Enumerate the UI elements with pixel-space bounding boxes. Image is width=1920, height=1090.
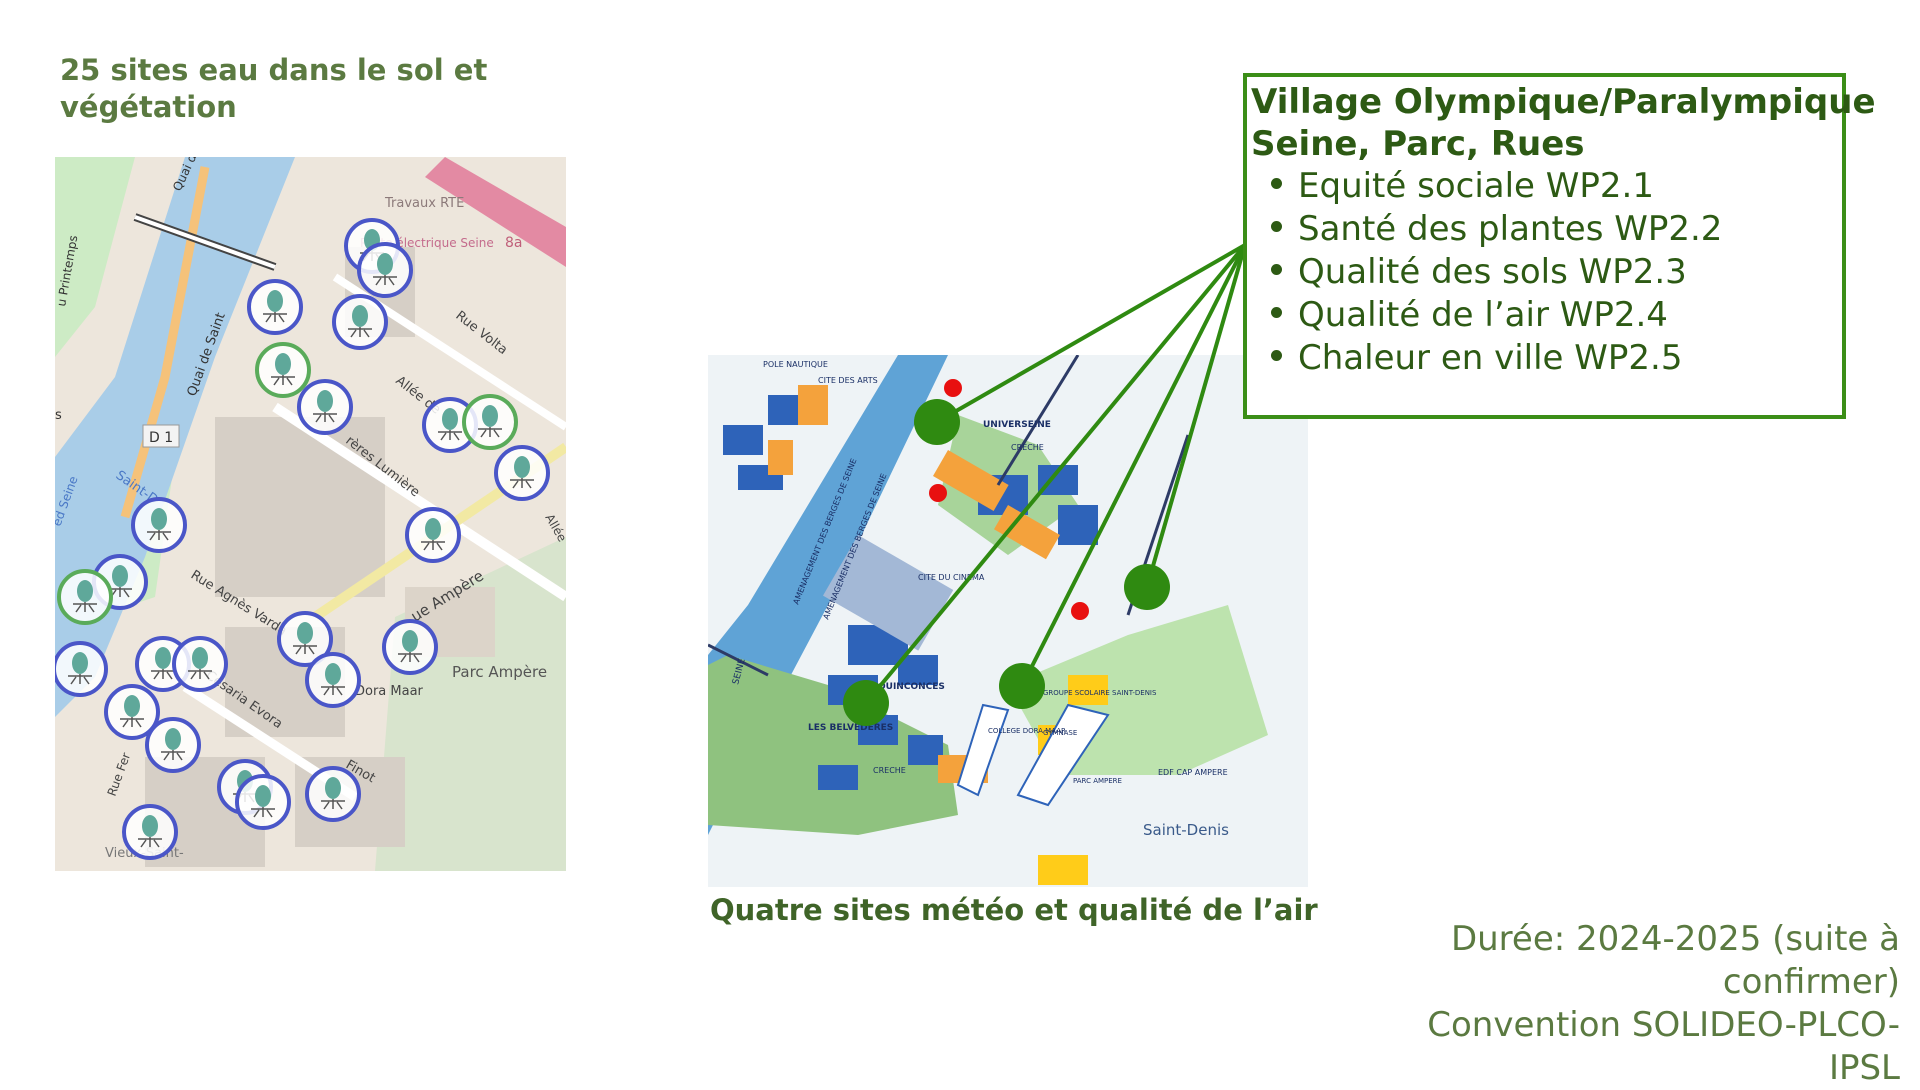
footer-line2: confirmer) bbox=[1722, 962, 1900, 1002]
info-item-label: Santé des plantes WP2.2 bbox=[1298, 209, 1723, 249]
soil-site-marker[interactable] bbox=[382, 619, 438, 675]
info-list: Equité sociale WP2.1 Santé des plantes W… bbox=[1251, 165, 1842, 380]
footer-line3: Convention SOLIDEO-PLCO-IPSL bbox=[1427, 1005, 1900, 1088]
soil-site-marker[interactable] bbox=[57, 569, 113, 625]
label-parc-ampere: PARC AMPERE bbox=[1073, 777, 1122, 785]
label-cite-du-cinema: CITE DU CINEMA bbox=[918, 573, 985, 582]
soil-site-marker[interactable] bbox=[277, 611, 333, 667]
tree-roots-icon bbox=[425, 518, 441, 540]
info-box: Village Olympique/Paralympique Seine, Pa… bbox=[1243, 73, 1876, 419]
info-item-label: Qualité des sols WP2.3 bbox=[1298, 252, 1687, 292]
label-gymnase: GYMNASE bbox=[1043, 729, 1077, 737]
soil-site-marker[interactable] bbox=[494, 445, 550, 501]
bullet-icon bbox=[1271, 221, 1282, 232]
info-item: Equité sociale WP2.1 bbox=[1271, 165, 1842, 208]
bullet-icon bbox=[1271, 178, 1282, 189]
park-area bbox=[55, 157, 135, 357]
soil-site-marker[interactable] bbox=[131, 497, 187, 553]
label-saint-denis: Saint-Denis bbox=[1143, 821, 1229, 839]
soil-site-marker[interactable] bbox=[122, 804, 178, 860]
info-item-label: Qualité de l’air WP2.4 bbox=[1298, 295, 1668, 335]
tree-roots-icon bbox=[255, 785, 271, 807]
map-label-s: s bbox=[55, 408, 62, 423]
tree-roots-icon bbox=[267, 290, 283, 312]
soil-site-marker[interactable] bbox=[462, 394, 518, 450]
tree-roots-icon bbox=[377, 253, 393, 275]
map-label-8a: 8a bbox=[505, 235, 523, 251]
info-item: Chaleur en ville WP2.5 bbox=[1271, 337, 1842, 380]
map-label-travaux: Travaux RTE bbox=[384, 196, 464, 211]
tree-roots-icon bbox=[124, 695, 140, 717]
tree-roots-icon bbox=[112, 565, 128, 587]
tree-roots-icon bbox=[352, 305, 368, 327]
map-label-parc-ampere: Parc Ampère bbox=[452, 663, 547, 681]
label-universeine: UNIVERSEINE bbox=[983, 420, 1051, 430]
soil-site-marker[interactable] bbox=[104, 684, 160, 740]
label-college: COLLEGE DORA MAAR bbox=[988, 727, 1066, 735]
map-label-d1: D 1 bbox=[149, 430, 173, 446]
footer-text: Durée: 2024-2025 (suite à confirmer) Con… bbox=[1380, 918, 1900, 1090]
tree-roots-icon bbox=[77, 580, 93, 602]
tree-roots-icon bbox=[165, 728, 181, 750]
info-item: Qualité de l’air WP2.4 bbox=[1271, 294, 1842, 337]
info-title-line2: Seine, Parc, Rues bbox=[1251, 124, 1585, 164]
tree-roots-icon bbox=[142, 815, 158, 837]
label-groupe-scolaire: GROUPE SCOLAIRE SAINT-DENIS bbox=[1043, 689, 1157, 697]
bullet-icon bbox=[1271, 350, 1282, 361]
tree-roots-icon bbox=[325, 777, 341, 799]
tree-roots-icon bbox=[514, 456, 530, 478]
label-creche-top: CRECHE bbox=[1011, 443, 1044, 452]
label-belvederes: LES BELVEDERES bbox=[808, 723, 893, 733]
label-cite-des-arts: CITE DES ARTS bbox=[818, 376, 878, 385]
soil-sites-map[interactable]: Travaux RTE Poste électrique Seine 8a Ru… bbox=[55, 157, 566, 871]
tree-roots-icon bbox=[192, 647, 208, 669]
bullet-icon bbox=[1271, 264, 1282, 275]
bullet-icon bbox=[1271, 307, 1282, 318]
tree-roots-icon bbox=[442, 408, 458, 430]
weather-air-quality-map[interactable]: POLE NAUTIQUE CITE DES ARTS UNIVERSEINE … bbox=[708, 355, 1308, 887]
tree-roots-icon bbox=[317, 390, 333, 412]
info-item-label: Equité sociale WP2.1 bbox=[1298, 166, 1654, 206]
label-quinconces: QUINCONCES bbox=[878, 682, 945, 692]
soil-site-marker[interactable] bbox=[172, 636, 228, 692]
right-map-caption: Quatre sites météo et qualité de l’air bbox=[710, 893, 1318, 927]
info-item: Qualité des sols WP2.3 bbox=[1271, 251, 1842, 294]
info-item-label: Chaleur en ville WP2.5 bbox=[1298, 338, 1683, 378]
tree-roots-icon bbox=[151, 508, 167, 530]
soil-site-marker[interactable] bbox=[332, 294, 388, 350]
tree-roots-icon bbox=[402, 630, 418, 652]
soil-site-marker[interactable] bbox=[235, 774, 291, 830]
label-pole-nautique: POLE NAUTIQUE bbox=[763, 360, 828, 369]
tree-roots-icon bbox=[297, 622, 313, 644]
soil-site-marker[interactable] bbox=[305, 652, 361, 708]
soil-site-marker[interactable] bbox=[297, 379, 353, 435]
tree-roots-icon bbox=[155, 647, 171, 669]
soil-site-marker[interactable] bbox=[405, 507, 461, 563]
tree-roots-icon bbox=[72, 652, 88, 674]
label-creche-bottom: CRECHE bbox=[873, 766, 906, 775]
soil-site-marker[interactable] bbox=[255, 342, 311, 398]
label-edf: EDF CAP AMPERE bbox=[1158, 768, 1228, 777]
info-title-line1: Village Olympique/Paralympique bbox=[1251, 82, 1876, 122]
map-label-dora-maar: Dora Maar bbox=[355, 684, 424, 699]
soil-site-marker[interactable] bbox=[145, 717, 201, 773]
soil-site-marker[interactable] bbox=[357, 242, 413, 298]
info-item: Santé des plantes WP2.2 bbox=[1271, 208, 1842, 251]
soil-site-marker[interactable] bbox=[305, 766, 361, 822]
soil-site-marker[interactable] bbox=[55, 641, 108, 697]
left-panel-title: 25 sites eau dans le sol et végétation bbox=[60, 53, 488, 124]
highway bbox=[425, 157, 566, 267]
tree-roots-icon bbox=[275, 353, 291, 375]
footer-line1: Durée: 2024-2025 (suite à bbox=[1450, 919, 1900, 959]
soil-site-marker[interactable] bbox=[247, 279, 303, 335]
tree-roots-icon bbox=[482, 405, 498, 427]
tree-roots-icon bbox=[325, 663, 341, 685]
